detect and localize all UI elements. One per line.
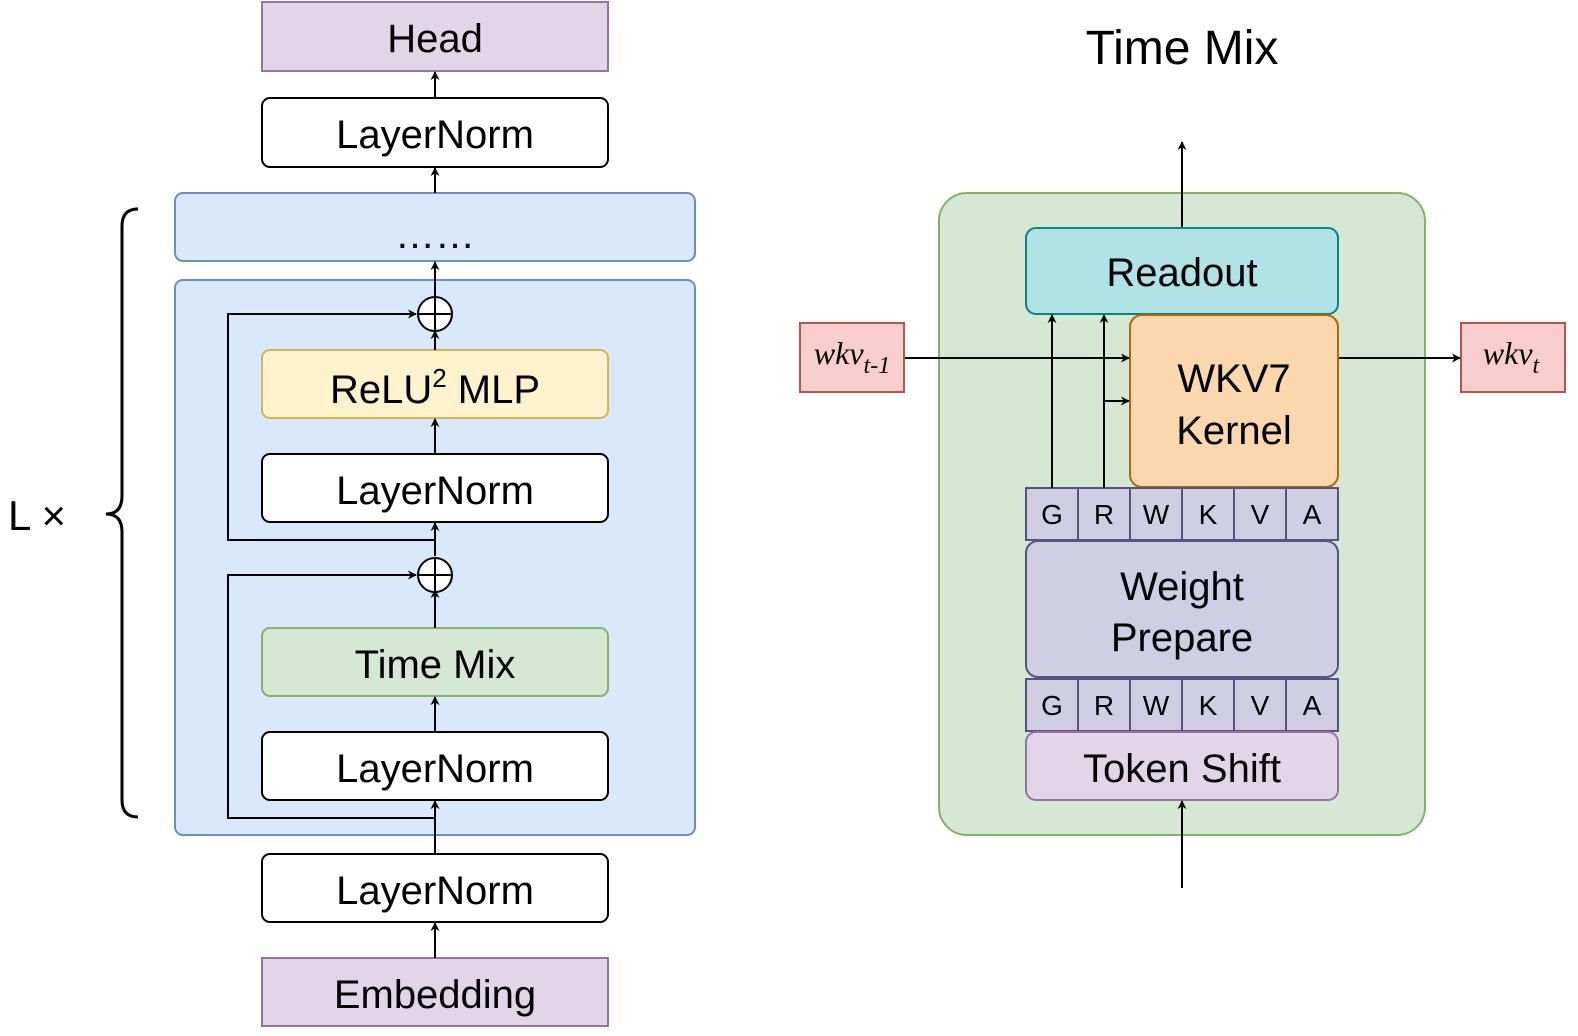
gate-cell-lower-box [1077, 678, 1131, 732]
repeat-brace [105, 207, 139, 819]
state-out-label: wkvt [1483, 335, 1541, 379]
skip-connections [227, 309, 435, 819]
wkv7-kernel-box [1129, 314, 1339, 488]
gate-cell-lower-label: V [1251, 690, 1270, 721]
state-in-box [799, 322, 905, 393]
time-mix-label: Time Mix [355, 643, 516, 687]
gate-cell-lower-box [1233, 678, 1287, 732]
gate-cell-lower-label: W [1143, 690, 1170, 721]
weight-prepare-line2: Prepare [1111, 616, 1253, 660]
layernorm-tm-label: LayerNorm [336, 747, 534, 791]
state-in-label: wkvt-1 [814, 335, 890, 379]
repeat-label: L × [8, 492, 66, 539]
residual-adder-time-mix [417, 557, 453, 593]
mlp-label: ReLU2 MLP [330, 363, 540, 412]
time-mix-title: Time Mix [1086, 22, 1279, 75]
mlp-label-suffix: MLP [447, 368, 540, 412]
state-in-sub: t-1 [864, 353, 891, 379]
layernorm-top-label: LayerNorm [336, 113, 534, 157]
layernorm-mlp-label: LayerNorm [336, 469, 534, 513]
gate-cell-lower-label: K [1199, 690, 1218, 721]
state-out-box [1460, 322, 1566, 393]
state-in-base: wkv [814, 335, 865, 371]
embedding-box [261, 957, 609, 1027]
gate-to-readout-arrows [1047, 314, 1130, 488]
gate-cell-lower-label: A [1303, 690, 1322, 721]
weight-prepare-line1: Weight [1120, 565, 1244, 609]
head-box [261, 1, 609, 72]
embedding-label: Embedding [334, 973, 536, 1017]
gate-cell-upper-label: W [1143, 499, 1170, 530]
mlp-label-sup: 2 [432, 363, 446, 393]
layernorm-bottom-label: LayerNorm [336, 869, 534, 913]
head-label: Head [387, 17, 483, 61]
gate-cell-upper-label: A [1303, 499, 1322, 530]
token-shift-label: Token Shift [1083, 747, 1281, 791]
ellipsis-label: …… [395, 213, 475, 257]
readout-label: Readout [1106, 251, 1257, 295]
wkv7-label-line1: WKV7 [1177, 357, 1290, 401]
gate-cell-upper-label: G [1041, 499, 1063, 530]
weight-prepare-box [1025, 540, 1339, 678]
gate-cell-upper-label: K [1199, 499, 1218, 530]
gate-cell-lower-label: R [1094, 690, 1114, 721]
gate-cell-upper-box [1077, 487, 1131, 541]
gate-cell-lower-label: G [1041, 690, 1063, 721]
gate-cell-upper-label: R [1094, 499, 1114, 530]
state-out-sub: t [1533, 353, 1541, 379]
mlp-label-prefix: ReLU [330, 368, 432, 412]
residual-adder-mlp [417, 296, 453, 332]
wkv7-label-line2: Kernel [1176, 409, 1292, 453]
rwkv-block-stack: …… Head LayerNorm ReLU2 MLP LayerNorm Ti… [8, 1, 696, 1027]
state-out-base: wkv [1483, 335, 1534, 371]
gate-cell-upper-label: V [1251, 499, 1270, 530]
gate-cell-lower-box [1285, 678, 1339, 732]
token-shift-box [1025, 731, 1339, 801]
